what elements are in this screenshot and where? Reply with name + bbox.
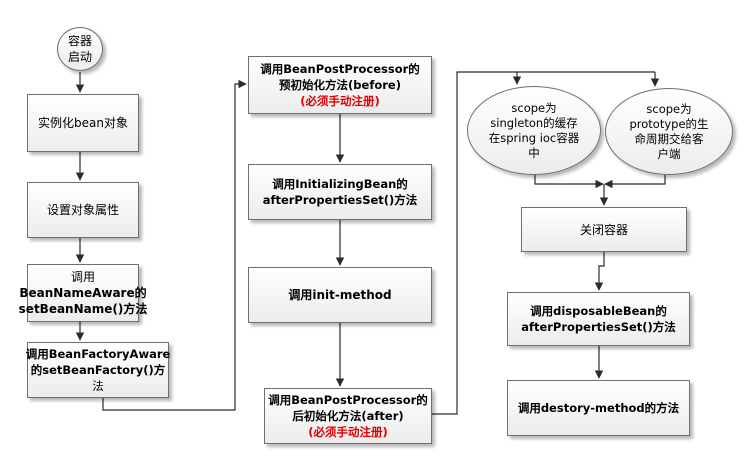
node-text-line: 中	[528, 145, 540, 160]
node-text-line: 的setBeanFactory()方	[30, 363, 166, 377]
node-text-line: 调用disposableBean的	[530, 304, 667, 318]
node-text-line: singleton的缓存	[490, 115, 578, 130]
node-text-line: 设置对象属性	[46, 203, 119, 217]
node-text-line: 在spring ioc容器	[488, 130, 580, 145]
node-text-line: setBeanName()方法	[18, 302, 148, 316]
node-text-line: 启动	[67, 50, 92, 64]
node-text-line: BeanNameAware的	[19, 286, 147, 300]
node-text-line: scope为	[511, 100, 557, 115]
manual-register-note: (必须手动注册)	[308, 425, 388, 439]
node-text-line: afterPropertiesSet()方法	[521, 320, 676, 334]
destroy-method-node: 调用destory-method的方法	[507, 380, 690, 436]
node-text-line: 调用BeanPostProcessor的	[268, 393, 428, 407]
scope-singleton-node: scope为 singleton的缓存 在spring ioc容器 中	[467, 86, 601, 175]
node-text-line: 调用BeanPostProcessor的	[260, 62, 420, 76]
node-text-line: 调用init-method	[288, 288, 392, 302]
node-text-line: 调用destory-method的方法	[517, 401, 680, 415]
node-text-line: 关闭容器	[579, 222, 628, 237]
init-method-node: 调用init-method	[248, 267, 432, 323]
arrow-scope-prototype-to-merge	[604, 175, 666, 189]
node-text-line: 调用BeanFactoryAware	[25, 347, 171, 361]
disposable-bean-node: 调用disposableBean的 afterPropertiesSet()方法	[507, 292, 690, 346]
node-text-line: 容器	[67, 34, 92, 48]
node-text-line: 实例化bean对象	[38, 116, 128, 130]
node-text-line: 后初始化方法(after)	[292, 409, 404, 423]
bpp-after-node: 调用BeanPostProcessor的 后初始化方法(after) (必须手动…	[264, 388, 432, 444]
instantiate-bean-node: 实例化bean对象	[27, 94, 139, 152]
manual-register-note: (必须手动注册)	[300, 94, 380, 108]
close-container-node: 关闭容器	[521, 207, 687, 252]
node-text-line: 调用InitializingBean的	[272, 177, 408, 191]
arrow-bpp-after-to-scope-split	[432, 71, 655, 415]
bean-name-aware-node: 调用 BeanNameAware的 setBeanName()方法	[19, 264, 147, 322]
node-text-line: 调用	[70, 270, 95, 284]
set-properties-node: 设置对象属性	[27, 182, 139, 238]
node-text-line: prototype的生	[629, 116, 709, 131]
initializing-bean-node: 调用InitializingBean的 afterPropertiesSet()…	[248, 164, 432, 220]
node-text-line: 户端	[657, 146, 681, 161]
node-text-line: 法	[92, 379, 104, 393]
node-text-line: 预初始化方法(before)	[279, 78, 401, 92]
node-text-line: scope为	[646, 101, 692, 116]
node-text-line: afterPropertiesSet()方法	[262, 193, 418, 207]
bean-factory-aware-node: 调用BeanFactoryAware 的setBeanFactory()方 法	[25, 342, 171, 398]
arrow-close-container-to-disposable-bean	[594, 252, 605, 291]
scope-prototype-node: scope为 prototype的生 命周期交给客 户端	[605, 88, 733, 175]
arrow-scope-singleton-to-merge	[534, 175, 604, 189]
node-text-line: 命周期交给客	[634, 131, 704, 146]
container-start-node: 容器 启动	[57, 27, 103, 71]
bpp-before-node: 调用BeanPostProcessor的 预初始化方法(before) (必须手…	[248, 56, 432, 114]
arrow-bean-factory-aware-to-bpp-before	[102, 79, 247, 411]
